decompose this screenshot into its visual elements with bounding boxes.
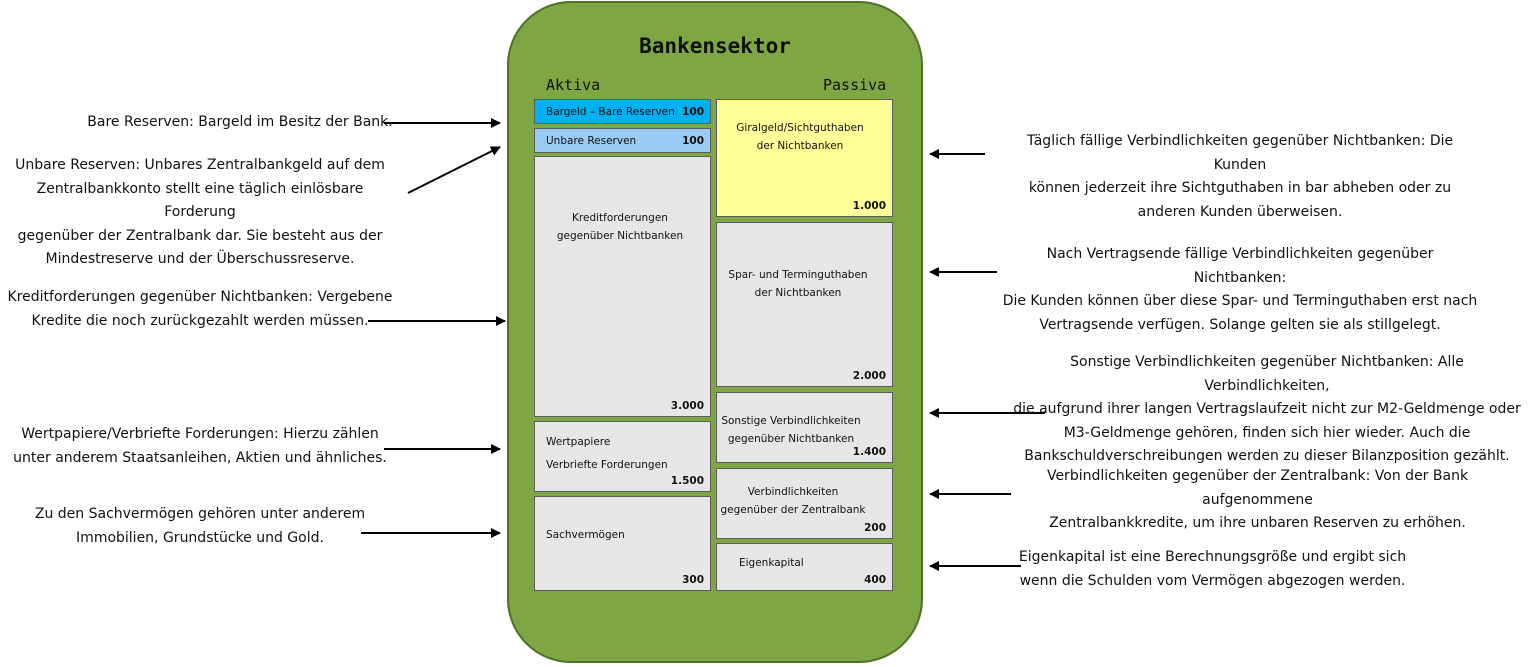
- note-line: Mindestreserve und der Überschussreserve…: [45, 251, 355, 267]
- asset-value: 100: [682, 106, 704, 118]
- asset-label-line: Bargeld – Bare Reserven: [546, 106, 675, 118]
- liability-label-line: Eigenkapital: [739, 557, 804, 569]
- asset-label-line: gegenüber Nichtbanken: [556, 230, 684, 242]
- note-zentralbank: Verbindlichkeiten gegenüber der Zentralb…: [1000, 465, 1515, 536]
- note-spar-termin: Nach Vertragsende fällige Verbindlichkei…: [1000, 243, 1480, 337]
- asset-value: 300: [682, 574, 704, 586]
- asset-label-line: Wertpapiere: [546, 436, 611, 448]
- liability-label-line: der Nichtbanken: [754, 287, 842, 299]
- asset-box-unbare-reserven: Unbare Reserven 100: [534, 128, 711, 153]
- liability-value: 1.000: [852, 200, 886, 212]
- note-line: Bare Reserven: Bargeld im Besitz der Ban…: [87, 114, 393, 130]
- asset-label-line: Unbare Reserven: [546, 135, 637, 147]
- asset-value: 3.000: [670, 400, 704, 412]
- note-line: Zentralbankkredite, um ihre unbaren Rese…: [1049, 515, 1466, 531]
- asset-box-bare-reserven: Bargeld – Bare Reserven 100: [534, 99, 711, 124]
- note-line: gegenüber der Zentralbank dar. Sie beste…: [17, 227, 383, 244]
- liability-box-spar-termin: Spar- und Terminguthaben der Nichtbanken…: [716, 222, 893, 387]
- liability-box-giralgeld: Giralgeld/Sichtguthaben der Nichtbanken …: [716, 99, 893, 217]
- asset-value: 1.500: [670, 475, 704, 487]
- note-line: Sonstige Verbindlichkeiten gegenüber Nic…: [1070, 354, 1464, 394]
- asset-box-kreditforderungen: Kreditforderungen gegenüber Nichtbanken …: [534, 156, 711, 417]
- note-sonstige: Sonstige Verbindlichkeiten gegenüber Nic…: [1012, 351, 1522, 469]
- note-line: Vertragsende verfügen. Solange gelten si…: [1039, 316, 1441, 333]
- liability-box-sonstige: Sonstige Verbindlichkeiten gegenüber Nic…: [716, 392, 893, 463]
- note-sachvermoegen: Zu den Sachvermögen gehören unter andere…: [0, 503, 400, 550]
- note-line: wenn die Schulden vom Vermögen abgezogen…: [1019, 572, 1406, 589]
- liability-value: 2.000: [852, 370, 886, 382]
- note-unbare-reserven: Unbare Reserven: Unbares Zentralbankgeld…: [0, 154, 400, 272]
- arrow-unbare-reserven: [407, 146, 501, 194]
- note-kreditforderungen: Kreditforderungen gegenüber Nichtbanken:…: [0, 286, 400, 333]
- asset-label-line: Verbriefte Forderungen: [546, 459, 668, 471]
- note-giralgeld: Täglich fällige Verbindlichkeiten gegenü…: [1000, 130, 1480, 224]
- note-line: Zu den Sachvermögen gehören unter andere…: [34, 506, 366, 522]
- asset-label-line: Sachvermögen: [546, 529, 625, 541]
- liability-label-line: Giralgeld/Sichtguthaben: [736, 122, 864, 134]
- note-line: Kredite die noch zurückgezahlt werden mü…: [31, 312, 369, 329]
- note-line: Verbindlichkeiten gegenüber der Zentralb…: [1046, 468, 1469, 508]
- assets-header: Aktiva: [546, 76, 601, 94]
- diagram-title: Bankensektor: [639, 34, 791, 58]
- note-wertpapiere: Wertpapiere/Verbriefte Forderungen: Hier…: [0, 423, 400, 470]
- asset-box-wertpapiere: Wertpapiere Verbriefte Forderungen 1.500: [534, 421, 711, 492]
- note-line: unter anderem Staatsanleihen, Aktien und…: [13, 449, 387, 466]
- asset-box-sachvermoegen: Sachvermögen 300: [534, 496, 711, 591]
- note-line: Die Kunden können über diese Spar- und T…: [1002, 293, 1478, 309]
- asset-value: 100: [682, 135, 704, 147]
- note-line: Zentralbankkonto stellt eine täglich ein…: [36, 180, 364, 221]
- note-line: Immobilien, Grundstücke und Gold.: [76, 529, 324, 546]
- liability-label-line: Verbindlichkeiten: [747, 486, 839, 498]
- note-line: Eigenkapital ist eine Berechnungsgröße u…: [1018, 549, 1407, 565]
- note-line: M3-Geldmenge gehören, finden sich hier w…: [1063, 424, 1471, 441]
- liabilities-header: Passiva: [823, 76, 887, 94]
- note-line: anderen Kunden überweisen.: [1137, 203, 1343, 220]
- note-eigenkapital: Eigenkapital ist eine Berechnungsgröße u…: [1000, 546, 1425, 593]
- liability-value: 1.400: [852, 446, 886, 458]
- note-bare-reserven: Bare Reserven: Bargeld im Besitz der Ban…: [10, 111, 470, 135]
- asset-label-line: Kreditforderungen: [572, 212, 668, 224]
- note-line: Bankschuldverschreibungen werden zu dies…: [1024, 448, 1510, 464]
- liability-value: 400: [864, 574, 886, 586]
- liability-box-zentralbank: Verbindlichkeiten gegenüber der Zentralb…: [716, 468, 893, 539]
- note-line: Unbare Reserven: Unbares Zentralbankgeld…: [15, 157, 385, 173]
- note-line: Wertpapiere/Verbriefte Forderungen: Hier…: [21, 426, 379, 442]
- note-line: Kreditforderungen gegenüber Nichtbanken:…: [7, 289, 393, 305]
- note-line: Nach Vertragsende fällige Verbindlichkei…: [1046, 246, 1434, 286]
- liability-label-line: der Nichtbanken: [756, 140, 844, 152]
- note-line: können jederzeit ihre Sichtguthaben in b…: [1028, 180, 1452, 196]
- liability-label-line: gegenüber Nichtbanken: [727, 433, 855, 445]
- note-line: die aufgrund ihrer langen Vertragslaufze…: [1013, 401, 1521, 417]
- liability-label-line: Spar- und Terminguthaben: [728, 269, 868, 281]
- note-line: Täglich fällige Verbindlichkeiten gegenü…: [1026, 133, 1454, 173]
- liability-label-line: Sonstige Verbindlichkeiten: [721, 415, 861, 427]
- liability-value: 200: [864, 522, 886, 534]
- liability-label-line: gegenüber der Zentralbank: [720, 504, 866, 516]
- liability-box-eigenkapital: Eigenkapital 400: [716, 543, 893, 591]
